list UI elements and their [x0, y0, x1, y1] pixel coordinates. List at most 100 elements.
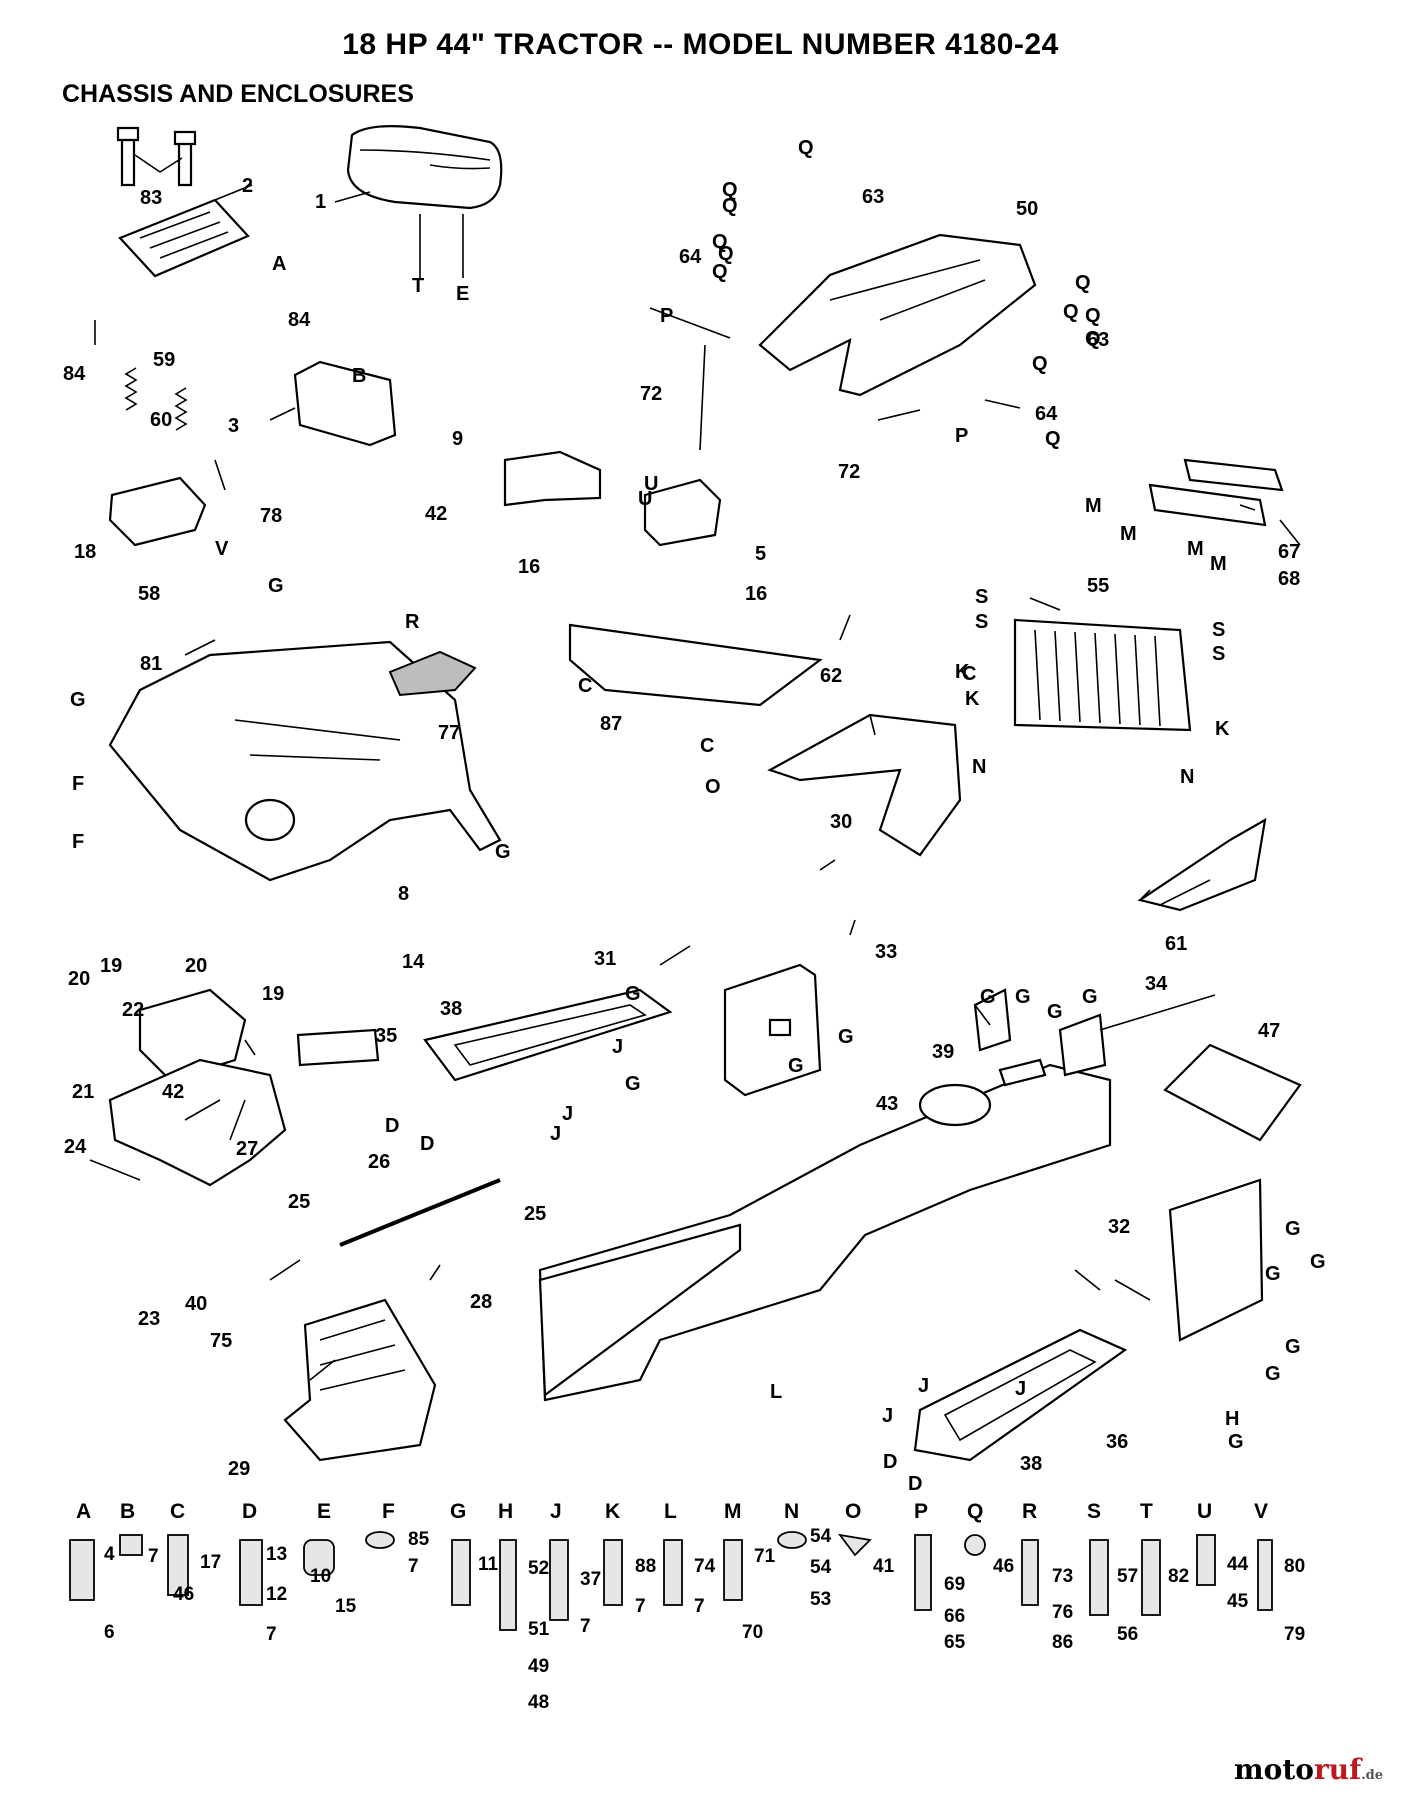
hardware-key-letter: V: [1254, 1500, 1268, 1523]
reference-letter: S: [975, 586, 988, 608]
reference-letter: Q: [712, 261, 728, 283]
reference-letter: V: [215, 538, 229, 560]
reference-letter: M: [1085, 495, 1102, 517]
callout-number: 30: [830, 811, 852, 833]
hardware-part-number: 41: [873, 1556, 895, 1577]
callout-number: 67: [1278, 541, 1300, 563]
reference-letter: D: [385, 1115, 399, 1137]
hardware-part-number: 37: [580, 1569, 601, 1590]
hardware-part-number: 46: [993, 1556, 1014, 1577]
reference-letter: G: [1265, 1363, 1281, 1385]
hardware-part-number: 7: [694, 1596, 705, 1617]
callout-number: 19: [262, 983, 284, 1005]
hardware-part-number: 10: [310, 1566, 331, 1587]
hardware-part-number: 44: [1227, 1554, 1249, 1575]
reference-letter: M: [1187, 538, 1204, 560]
reference-letter: C: [962, 663, 976, 685]
reference-letter: J: [550, 1123, 561, 1145]
part-drawings: [108, 125, 1302, 1462]
callout-number: 31: [594, 948, 616, 970]
hardware-part-number: 66: [944, 1606, 965, 1627]
reference-letter: Q: [722, 179, 738, 201]
hardware-key-letter: U: [1197, 1500, 1212, 1523]
hardware-part-number: 7: [635, 1596, 646, 1617]
callout-number: 58: [138, 583, 160, 605]
hardware-part-number: 46: [173, 1584, 194, 1605]
hardware-part-number: 69: [944, 1574, 965, 1595]
reference-letter: L: [770, 1381, 782, 1403]
callout-number: 2: [242, 175, 253, 197]
hardware-part-number: 49: [528, 1656, 549, 1677]
reference-letter: G: [1082, 986, 1098, 1008]
callout-number: 9: [452, 428, 463, 450]
callout-number: 78: [260, 505, 282, 527]
hardware-part-number: 82: [1168, 1566, 1189, 1587]
reference-letter: P: [955, 425, 968, 447]
hardware-part-number: 45: [1227, 1591, 1249, 1612]
page-title: 18 HP 44" TRACTOR -- MODEL NUMBER 4180-2…: [342, 28, 1059, 61]
callout-number: 14: [402, 951, 425, 973]
hardware-part-number: 56: [1117, 1624, 1138, 1645]
hardware-part-number: 71: [754, 1546, 776, 1567]
callout-number: 42: [162, 1081, 184, 1103]
callout-number: 22: [122, 999, 144, 1021]
hardware-part-number: 48: [528, 1692, 549, 1713]
callout-number: 62: [820, 665, 842, 687]
reference-letter: M: [1210, 553, 1227, 575]
reference-letter: D: [883, 1451, 897, 1473]
hardware-key-letter: S: [1087, 1500, 1101, 1523]
callout-number: 55: [1087, 575, 1109, 597]
callout-number: 63: [862, 186, 884, 208]
hardware-part-number: 70: [742, 1622, 763, 1643]
reference-letter: Q: [798, 137, 814, 159]
hardware-key-letter: C: [170, 1500, 185, 1523]
reference-letter: G: [625, 1073, 641, 1095]
reference-letter: Q: [1032, 353, 1048, 375]
reference-letter: J: [612, 1036, 623, 1058]
hardware-key-letter: O: [845, 1500, 861, 1523]
callout-number: 84: [63, 363, 86, 385]
reference-letter: G: [1285, 1336, 1301, 1358]
callout-number: 3: [228, 415, 239, 437]
hardware-part-number: 4: [104, 1544, 115, 1565]
callout-number: 87: [600, 713, 622, 735]
callout-number: 38: [440, 998, 462, 1020]
reference-letter: G: [1285, 1218, 1301, 1240]
callout-number: 27: [236, 1138, 258, 1160]
callout-number: 72: [640, 383, 662, 405]
reference-letter: T: [412, 275, 424, 297]
hardware-key-letter: A: [76, 1500, 91, 1523]
reference-letter: J: [562, 1103, 573, 1125]
callout-number: 84: [288, 309, 311, 331]
callout-number: 64: [679, 246, 702, 268]
callout-number: 25: [288, 1191, 310, 1213]
hardware-part-number: 54: [810, 1526, 832, 1547]
hardware-part-number: 13: [266, 1544, 287, 1565]
watermark-logo: motoruf.de: [1234, 1753, 1383, 1786]
reference-letter: G: [788, 1055, 804, 1077]
hardware-key-letter: H: [498, 1500, 513, 1523]
reference-letter: G: [838, 1026, 854, 1048]
hardware-part-number: 74: [694, 1556, 716, 1577]
hardware-part-number: 76: [1052, 1602, 1073, 1623]
hardware-part-number: 7: [148, 1546, 159, 1567]
reference-letter: D: [420, 1133, 434, 1155]
callout-number: 28: [470, 1291, 492, 1313]
hardware-key-letter: E: [317, 1500, 331, 1523]
callout-number: 21: [72, 1081, 94, 1103]
reference-letter: O: [705, 776, 721, 798]
reference-letter: C: [578, 675, 592, 697]
reference-letter: K: [955, 661, 970, 683]
hardware-key-letter: N: [784, 1500, 799, 1523]
hardware-part-number: 54: [810, 1557, 832, 1578]
reference-letter: P: [660, 305, 673, 327]
reference-letter: N: [972, 756, 986, 778]
callout-number: 33: [875, 941, 897, 963]
reference-letter: Q: [1085, 305, 1101, 327]
reference-letter: F: [72, 831, 84, 853]
hardware-key-letter: L: [664, 1500, 677, 1523]
reference-letter: G: [1047, 1001, 1063, 1023]
callout-number: 43: [876, 1093, 898, 1115]
hardware-key-letter: T: [1140, 1500, 1153, 1523]
